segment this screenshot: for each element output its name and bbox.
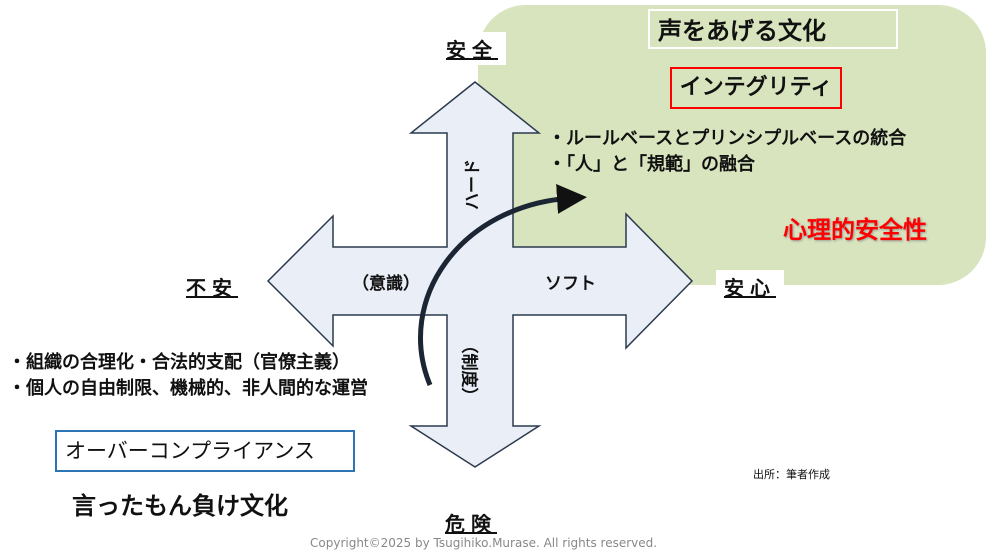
safe-zone-background bbox=[478, 5, 986, 285]
arrow-label-left: （意識） bbox=[352, 274, 420, 294]
voice-culture-title: 声をあげる文化 bbox=[648, 9, 898, 49]
source-note: 出所：筆者作成 bbox=[753, 468, 830, 481]
over-compliance-box: オーバーコンプライアンス bbox=[55, 430, 355, 472]
arrow-label-down: （制度） bbox=[458, 336, 479, 405]
four-way-arrow bbox=[266, 81, 694, 468]
psychological-safety-label: 心理的安全性 bbox=[783, 216, 927, 244]
culture-caption: 言ったもん負け文化 bbox=[72, 492, 288, 520]
integrity-box: インテグリティ bbox=[670, 67, 842, 109]
bullet-item: ・「人」と「規範」の融合 bbox=[548, 154, 755, 175]
upper-right-bullets: ・ルールベースとプリンシプルベースの統合 ・「人」と「規範」の融合 bbox=[548, 126, 906, 178]
bullet-item: ・組織の合理化・合法的支配（官僚主義） bbox=[8, 352, 350, 373]
bullet-item: ・ルールベースとプリンシプルベースの統合 bbox=[548, 128, 907, 149]
bullet-item: ・個人の自由制限、機械的、非人間的な運営 bbox=[8, 378, 368, 399]
axis-label-left: 不安 bbox=[178, 270, 246, 303]
lower-left-bullets: ・組織の合理化・合法的支配（官僚主義） ・個人の自由制限、機械的、非人間的な運営 bbox=[8, 350, 368, 402]
axis-label-bottom: 危険 bbox=[437, 506, 505, 539]
axis-label-right: 安心 bbox=[716, 270, 784, 303]
axis-label-top: 安全 bbox=[438, 32, 506, 65]
arrow-label-up: ハード bbox=[463, 159, 483, 210]
arrow-label-right: ソフト bbox=[545, 274, 596, 294]
curved-transition-arrow bbox=[418, 183, 587, 386]
copyright: Copyright©2025 by Tsugihiko.Murase. All … bbox=[310, 536, 658, 550]
